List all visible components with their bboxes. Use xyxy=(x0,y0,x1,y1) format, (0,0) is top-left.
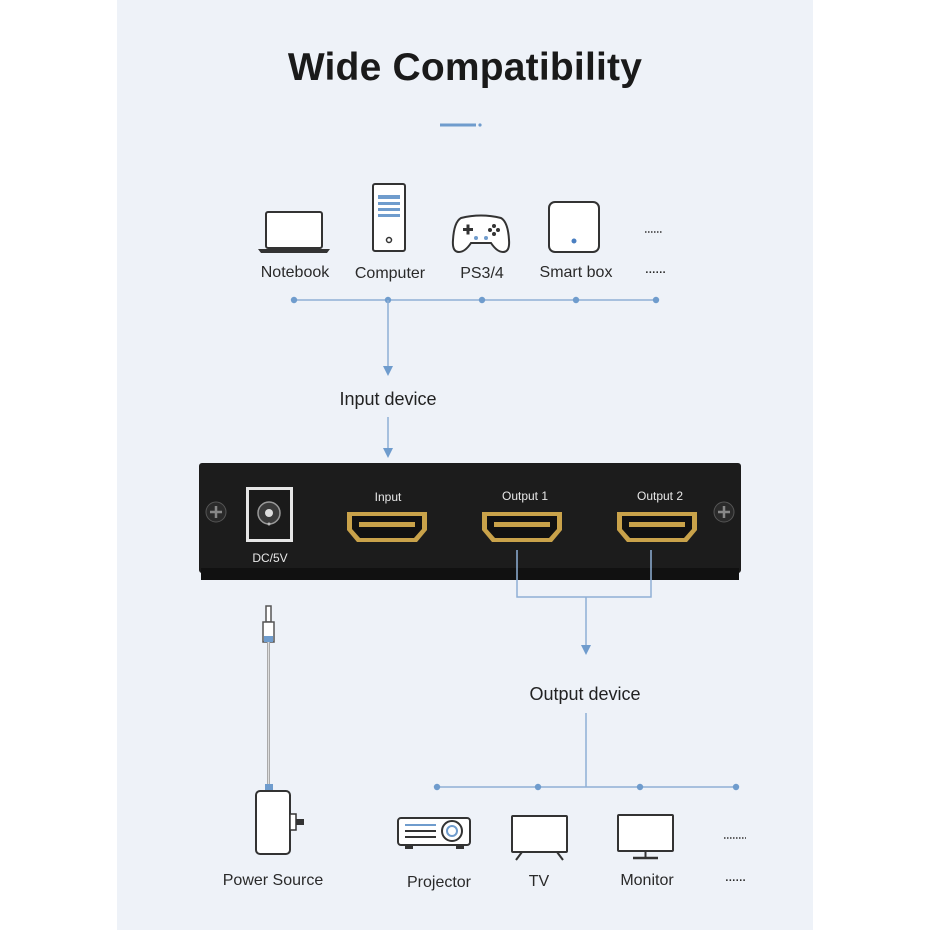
target-label-tv: TV xyxy=(528,873,550,890)
hdmi-splitter-device xyxy=(199,463,741,580)
target-label-monitor: Monitor xyxy=(620,872,674,889)
laptop-icon xyxy=(258,211,330,253)
input-port-label: Input xyxy=(374,490,402,504)
arrow-down-icon xyxy=(383,366,393,376)
dc-port-label: DC/5V xyxy=(252,551,288,565)
source-label-computer: Computer xyxy=(354,265,426,282)
arrow-down-icon xyxy=(383,448,393,458)
output1-port-label: Output 1 xyxy=(501,489,549,503)
output-bracket xyxy=(516,550,652,598)
smart-box-icon xyxy=(548,201,600,253)
output-device-caption: Output device xyxy=(529,684,641,704)
source-label-ps: PS3/4 xyxy=(460,265,504,282)
output2-port-label: Output 2 xyxy=(636,489,684,503)
source-label-more: ...... xyxy=(644,260,667,277)
target-label-projector: Projector xyxy=(406,874,472,891)
desktop-tower-icon xyxy=(372,183,406,252)
page-title: Wide Compatibility xyxy=(287,46,643,89)
target-label-more: ...... xyxy=(724,868,747,885)
gamepad-icon xyxy=(451,214,511,254)
tv-icon xyxy=(511,815,568,861)
monitor-icon xyxy=(617,814,674,860)
source-label-smart-box: Smart box xyxy=(539,264,613,281)
source-label-notebook: Notebook xyxy=(260,264,330,281)
power-source-label: Power Source xyxy=(222,872,324,889)
arrow-down-icon xyxy=(581,645,591,655)
power-adapter-icon xyxy=(255,605,304,855)
input-device-caption: Input device xyxy=(339,389,437,409)
projector-icon xyxy=(397,817,471,849)
